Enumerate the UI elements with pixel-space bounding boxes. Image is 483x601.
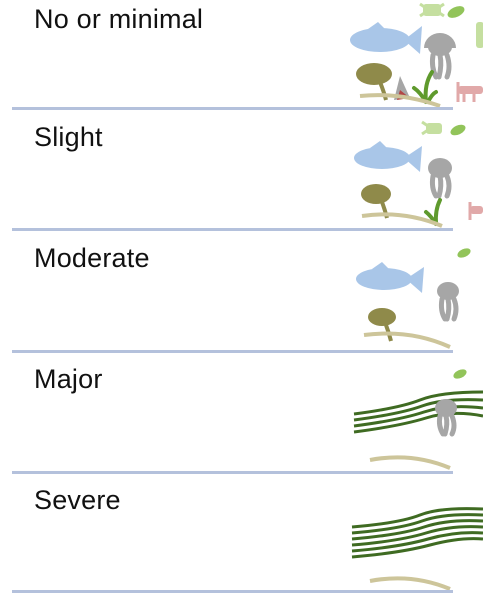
divider <box>12 590 453 593</box>
panel-moderate: Moderate <box>0 239 483 359</box>
panel-illustration <box>340 481 483 601</box>
seabed-icon <box>370 457 450 468</box>
algae-drop-icon <box>452 367 468 380</box>
panel-no-or-minimal: No or minimal <box>0 0 483 120</box>
sediment-layers-icon <box>352 509 483 557</box>
panel-illustration <box>340 118 483 238</box>
panel-illustration <box>340 239 483 359</box>
algae-drop-icon <box>456 246 472 259</box>
jellyfish-icon <box>424 33 456 77</box>
sediment-layers-icon <box>354 392 483 432</box>
panel-slight: Slight <box>0 118 483 238</box>
divider <box>12 471 453 474</box>
jellyfish-icon <box>437 282 459 319</box>
panel-label: Slight <box>34 122 103 153</box>
seabed-icon <box>360 95 440 106</box>
jellyfish-icon <box>428 158 452 196</box>
algae-rect-icon <box>422 122 442 134</box>
fish-icon <box>350 22 422 54</box>
crab-icon <box>470 202 483 220</box>
crab-icon <box>458 82 483 102</box>
panel-major: Major <box>0 360 483 480</box>
panel-illustration <box>340 360 483 480</box>
divider <box>12 228 453 231</box>
algae-rect-icon <box>420 4 444 16</box>
divider <box>12 350 453 353</box>
algae-drop-icon <box>446 4 467 21</box>
seabed-icon <box>370 578 450 589</box>
fish-icon <box>354 141 422 172</box>
panel-illustration <box>340 0 483 120</box>
fish-icon <box>356 262 424 293</box>
panel-label: Major <box>34 364 103 395</box>
divider <box>12 107 453 110</box>
panel-label: No or minimal <box>34 4 203 35</box>
algae-rect-icon <box>476 22 483 48</box>
panel-severe: Severe <box>0 481 483 601</box>
panel-label: Moderate <box>34 243 150 274</box>
panel-label: Severe <box>34 485 121 516</box>
algae-drop-icon <box>449 123 467 138</box>
seabed-icon <box>364 334 450 348</box>
jellyfish-icon <box>435 399 457 434</box>
